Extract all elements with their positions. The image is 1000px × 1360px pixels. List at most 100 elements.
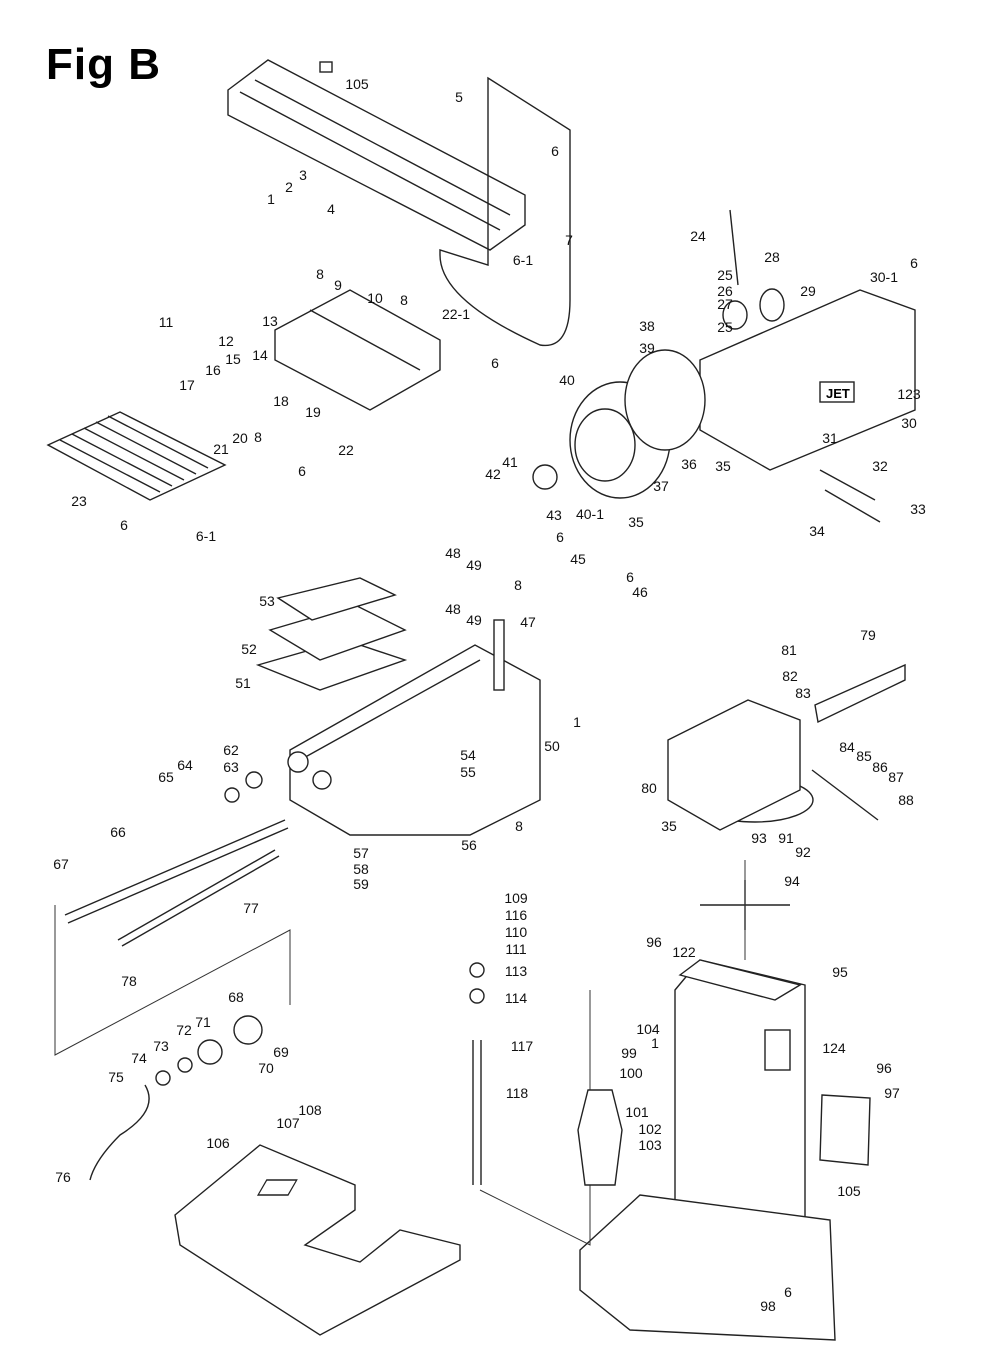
part-number-label: 47 xyxy=(520,614,536,630)
figure-title: Fig B xyxy=(46,40,161,89)
part-number-label: 96 xyxy=(646,934,662,950)
part-number-label: 22 xyxy=(338,442,354,458)
part-number-label: 94 xyxy=(784,873,800,889)
part-number-label: 10 xyxy=(367,290,383,306)
part-number-label: 37 xyxy=(653,478,669,494)
part-number-label: 28 xyxy=(764,249,780,265)
part-number-label: 19 xyxy=(305,404,321,420)
part-number-label: 118 xyxy=(505,1085,529,1101)
part-number-label: 91 xyxy=(778,830,794,846)
part-number-label: 34 xyxy=(809,523,825,539)
part-number-label: 76 xyxy=(55,1169,71,1185)
leadscrew-part xyxy=(64,751,309,947)
part-number-label: 22-1 xyxy=(441,306,471,322)
chip-guard-part xyxy=(439,76,571,347)
part-number-label: 86 xyxy=(872,759,888,775)
part-number-label: 79 xyxy=(860,627,876,643)
part-number-label: 2 xyxy=(285,179,293,195)
part-number-label: 68 xyxy=(228,989,244,1005)
jet-logo: JET xyxy=(826,386,850,401)
elevating-screw-part xyxy=(469,962,623,1246)
part-number-label: 43 xyxy=(546,507,562,523)
part-number-label: 35 xyxy=(628,514,644,530)
part-number-label: 97 xyxy=(884,1085,900,1101)
part-number-label: 6 xyxy=(120,517,128,533)
part-number-label: 38 xyxy=(639,318,655,334)
part-number-label: 32 xyxy=(872,458,888,474)
part-number-label: 41 xyxy=(502,454,518,470)
part-number-label: 87 xyxy=(888,769,904,785)
part-number-label: 59 xyxy=(353,876,369,892)
part-number-label: 84 xyxy=(839,739,855,755)
part-number-label: 45 xyxy=(570,551,586,567)
part-number-label: 88 xyxy=(898,792,914,808)
chip-tray-part xyxy=(174,1144,461,1336)
part-number-label: 51 xyxy=(235,675,251,691)
part-number-label: 9 xyxy=(334,277,342,293)
part-number-label: 33 xyxy=(910,501,926,517)
part-number-label: 6 xyxy=(491,355,499,371)
column-part xyxy=(579,860,871,1341)
part-number-label: 6 xyxy=(551,143,559,159)
part-number-label: 107 xyxy=(276,1115,300,1131)
handwheel-part xyxy=(54,905,291,1181)
part-number-label: 35 xyxy=(715,458,731,474)
part-number-label: 25 xyxy=(717,319,733,335)
part-number-label: 6 xyxy=(784,1284,792,1300)
part-number-label: 69 xyxy=(273,1044,289,1060)
part-number-label: 16 xyxy=(205,362,221,378)
part-number-label: 8 xyxy=(254,429,262,445)
part-number-label: 110 xyxy=(504,924,528,940)
part-number-label: 65 xyxy=(158,769,174,785)
part-number-label: 52 xyxy=(241,641,257,657)
part-number-label: 122 xyxy=(672,944,696,960)
knee-table-part xyxy=(255,577,541,836)
part-number-label: 5 xyxy=(455,89,463,105)
part-number-label: 24 xyxy=(690,228,706,244)
part-number-label: 18 xyxy=(273,393,289,409)
part-number-label: 27 xyxy=(717,296,733,312)
part-number-label: 75 xyxy=(108,1069,124,1085)
part-number-label: 6 xyxy=(910,255,918,271)
part-number-label: 42 xyxy=(485,466,501,482)
part-number-label: 6 xyxy=(298,463,306,479)
part-number-label: 50 xyxy=(544,738,560,754)
part-number-label: 57 xyxy=(353,845,369,861)
part-number-label: 6-1 xyxy=(512,252,534,268)
part-number-label: 72 xyxy=(176,1022,192,1038)
part-number-label: 48 xyxy=(445,601,461,617)
part-number-label: 105 xyxy=(837,1183,861,1199)
part-number-label: 93 xyxy=(751,830,767,846)
part-number-label: 114 xyxy=(504,990,528,1006)
part-number-label: 1 xyxy=(573,714,581,730)
part-number-label: 106 xyxy=(206,1135,230,1151)
part-number-label: 113 xyxy=(504,963,528,979)
part-number-label: 55 xyxy=(460,764,476,780)
part-number-label: 111 xyxy=(505,941,527,957)
part-number-label: 8 xyxy=(400,292,408,308)
part-number-label: 99 xyxy=(621,1045,637,1061)
part-number-label: 6 xyxy=(626,569,634,585)
part-number-label: 39 xyxy=(639,340,655,356)
part-number-label: 12 xyxy=(218,333,234,349)
part-number-label: 17 xyxy=(179,377,195,393)
part-number-label: 77 xyxy=(243,900,259,916)
way-cover-part xyxy=(46,411,227,501)
part-number-label: 98 xyxy=(760,1298,776,1314)
part-number-label: 23 xyxy=(71,493,87,509)
part-number-label: 124 xyxy=(822,1040,846,1056)
part-number-label: 80 xyxy=(641,780,657,796)
part-number-label: 64 xyxy=(177,757,193,773)
part-number-label: 3 xyxy=(299,167,307,183)
part-number-label: 46 xyxy=(632,584,648,600)
part-number-label: 14 xyxy=(252,347,268,363)
part-number-label: 31 xyxy=(822,430,838,446)
part-number-label: 25 xyxy=(717,267,733,283)
part-number-label: 7 xyxy=(565,232,573,248)
part-number-label: 109 xyxy=(504,890,528,906)
part-number-label: 20 xyxy=(232,430,248,446)
part-number-label: 15 xyxy=(225,351,241,367)
part-number-label: 92 xyxy=(795,844,811,860)
part-number-label: 6-1 xyxy=(195,528,217,544)
